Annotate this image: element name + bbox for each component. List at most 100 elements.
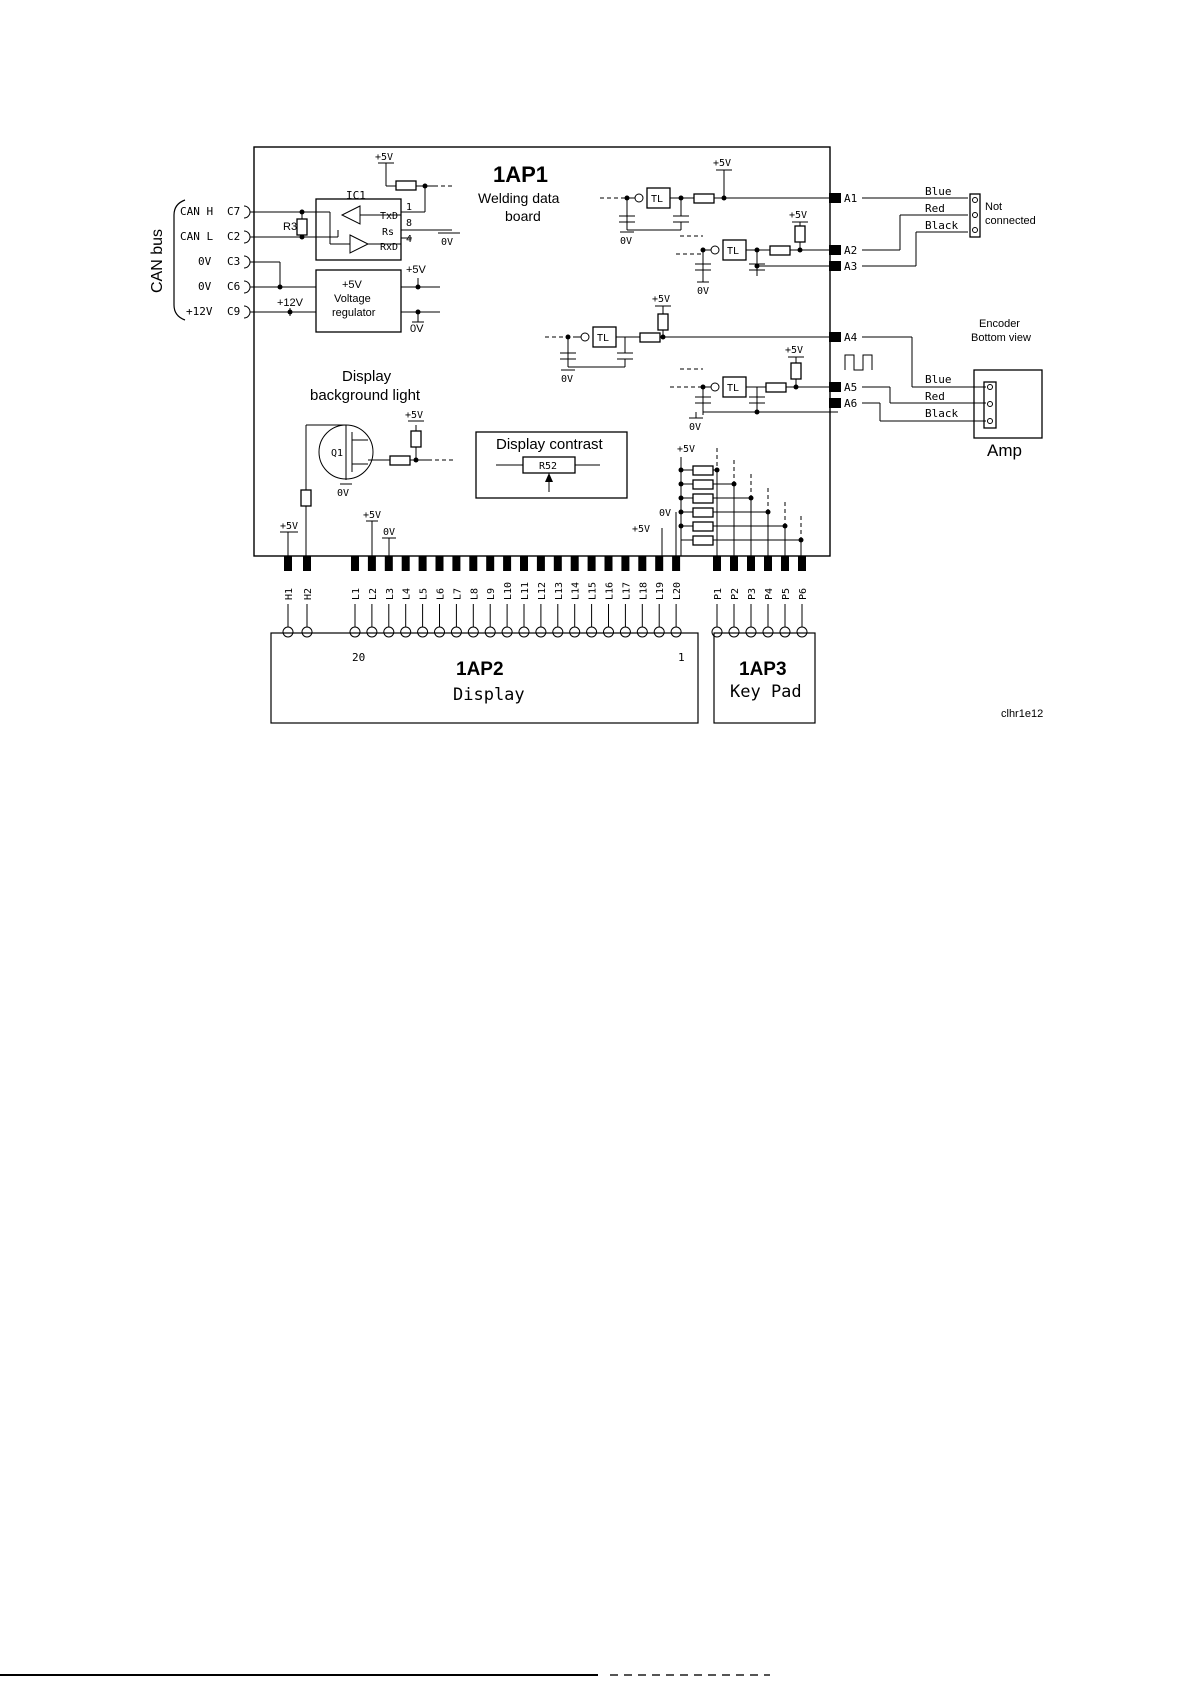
pulse-waveform	[844, 354, 873, 371]
channel-a1: TL +5V 0V	[600, 158, 838, 247]
top-wire-red: Red	[925, 202, 945, 215]
ic1-txd: TxD	[380, 211, 398, 222]
can-bus-label: CAN bus	[149, 229, 166, 293]
bottom-pin-l14: L14	[569, 556, 582, 638]
svg-text:L6: L6	[436, 588, 447, 600]
ic1-rs: Rs	[382, 227, 394, 238]
svg-text:A5: A5	[844, 381, 857, 394]
svg-text:+5V: +5V	[789, 210, 807, 221]
l19-supply-label: +5V	[632, 524, 650, 535]
svg-text:C3: C3	[227, 255, 240, 268]
can-pin-row: 0V C3	[198, 255, 280, 269]
bottom-pin-l2: L2	[366, 556, 379, 638]
svg-text:H2: H2	[303, 588, 314, 600]
r52-label: R52	[539, 461, 557, 472]
l20-supply-label: 0V	[659, 508, 671, 519]
not-connected-line2: connected	[985, 215, 1036, 227]
keypad-resistor-ladder: +5V	[677, 444, 804, 556]
svg-text:L13: L13	[554, 582, 565, 600]
bottom-pin-l6: L6	[434, 556, 447, 638]
svg-text:C6: C6	[227, 280, 240, 293]
svg-text:TL: TL	[651, 194, 663, 205]
encoder-title-line2: Bottom view	[971, 332, 1031, 344]
svg-text:0V: 0V	[198, 255, 212, 268]
keypad-module	[713, 632, 816, 724]
ic1-pin4: 4	[406, 234, 412, 245]
keypad-module-name: Key Pad	[730, 682, 802, 702]
display-contrast-block: Display contrast R52	[475, 431, 628, 499]
bottom-pin-l19: L19	[653, 556, 666, 638]
svg-text:+5V: +5V	[652, 294, 670, 305]
svg-text:+12V: +12V	[186, 305, 213, 318]
l3-supply-label: 0V	[383, 527, 395, 538]
svg-text:L2: L2	[368, 588, 379, 600]
output-pad-a5: A5	[829, 381, 857, 394]
svg-text:C7: C7	[227, 205, 240, 218]
svg-text:P3: P3	[747, 588, 758, 600]
bottom-pin-l10: L10	[501, 556, 514, 638]
bottom-pin-l1: L1	[349, 556, 362, 638]
board-title-line2: board	[505, 208, 541, 224]
svg-text:L17: L17	[621, 582, 632, 600]
channel-a4: TL +5V 0V	[545, 294, 838, 385]
bottom-pin-p6: P6	[796, 556, 809, 638]
svg-text:A3: A3	[844, 260, 857, 273]
output-pad-a4: A4	[829, 331, 858, 344]
svg-text:0V: 0V	[689, 422, 701, 433]
bottom-pin-l13: L13	[552, 556, 565, 638]
encoder-name: Amp	[987, 441, 1022, 460]
svg-text:P6: P6	[798, 588, 809, 600]
backlight-title-line1: Display	[342, 368, 392, 385]
top-wire-black: Black	[925, 219, 958, 232]
ic1-pin8: 8	[406, 218, 412, 229]
svg-text:L12: L12	[537, 582, 548, 600]
svg-text:0V: 0V	[697, 286, 709, 297]
svg-text:TL: TL	[727, 246, 739, 257]
regulator-line2: Voltage	[334, 293, 371, 305]
encoder-wire-blue: Blue	[925, 373, 952, 386]
svg-text:C9: C9	[227, 305, 240, 318]
svg-text:+5V: +5V	[713, 158, 731, 169]
display-pin-20: 20	[352, 651, 365, 664]
regulator-out-label: +5V	[406, 264, 427, 276]
bottom-pin-p5: P5	[779, 556, 792, 638]
backlight-title-line2: background light	[310, 387, 421, 404]
not-connected-line1: Not	[985, 201, 1002, 213]
can-bus-brace	[173, 199, 186, 321]
svg-text:A2: A2	[844, 244, 857, 257]
svg-text:CAN H: CAN H	[180, 205, 213, 218]
svg-text:A4: A4	[844, 331, 858, 344]
display-pin-1: 1	[678, 651, 685, 664]
svg-text:0V: 0V	[561, 374, 573, 385]
bottom-pin-p4: P4	[762, 556, 775, 638]
channel-a2: TL +5V 0V	[676, 210, 838, 297]
svg-text:+5V: +5V	[405, 410, 423, 421]
svg-text:L9: L9	[486, 588, 497, 600]
top-wire-blue: Blue	[925, 185, 952, 198]
svg-text:0V: 0V	[620, 236, 632, 247]
bottom-pin-h1: H1	[282, 556, 295, 638]
bottom-pin-l18: L18	[636, 556, 649, 638]
svg-text:L1: L1	[351, 588, 362, 600]
encoder-wire-red: Red	[925, 390, 945, 403]
ic1-pin1: 1	[406, 202, 412, 213]
svg-text:H1: H1	[284, 588, 295, 600]
output-pad-a3: A3	[829, 260, 857, 273]
bottom-pin-l8: L8	[467, 556, 480, 638]
top-connector: Blue Red Black Not connected	[862, 185, 1036, 267]
svg-text:0V: 0V	[198, 280, 212, 293]
voltage-regulator	[315, 269, 402, 333]
svg-text:L10: L10	[503, 582, 514, 600]
keypad-module-id: 1AP3	[739, 659, 787, 680]
channel-a5: TL +5V 0V	[670, 345, 838, 433]
q1-transistor: Q1 +5V 0V	[300, 410, 455, 556]
contrast-title: Display contrast	[496, 436, 604, 453]
bottom-pin-l16: L16	[603, 556, 616, 638]
ic1-label: IC1	[346, 189, 366, 202]
regulator-in-label: +12V	[277, 297, 304, 309]
ic1-rxd: RxD	[380, 242, 398, 253]
encoder-wire-black: Black	[925, 407, 958, 420]
ic1-supply-label: +5V	[375, 152, 393, 163]
